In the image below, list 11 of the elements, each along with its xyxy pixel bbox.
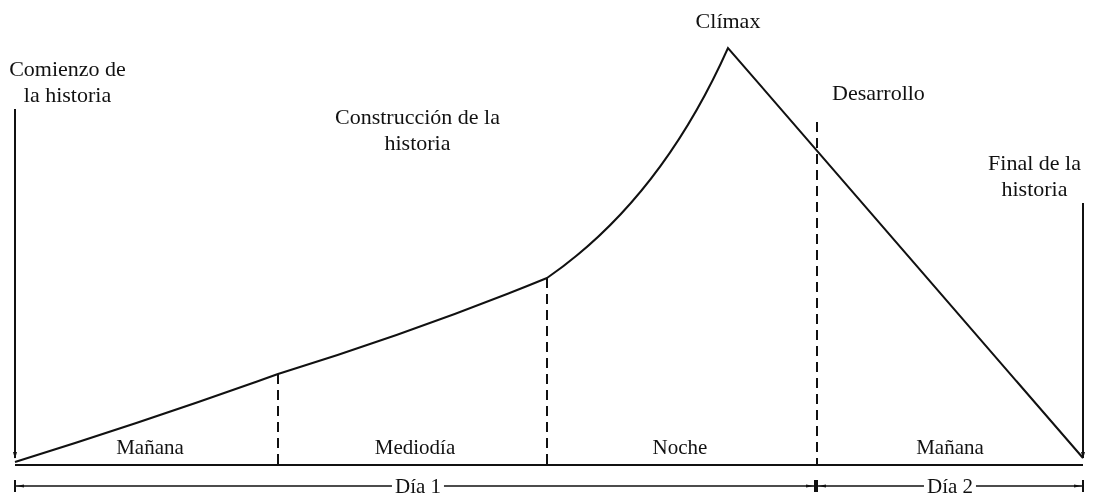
point-label: Clímax (690, 8, 766, 34)
period-label: Noche (651, 436, 709, 458)
point-label: Construcción de la historia (335, 104, 500, 156)
point-label: Comienzo de la historia (0, 56, 135, 108)
leader-arrow (12, 108, 18, 459)
period-label: Mediodía (373, 436, 457, 458)
point-label: Desarrollo (832, 80, 942, 106)
leader-arrow (1080, 202, 1086, 459)
point-label: Final de la historia (975, 150, 1094, 202)
period-label: Mañana (915, 436, 985, 458)
period-label: Mañana (115, 436, 185, 458)
